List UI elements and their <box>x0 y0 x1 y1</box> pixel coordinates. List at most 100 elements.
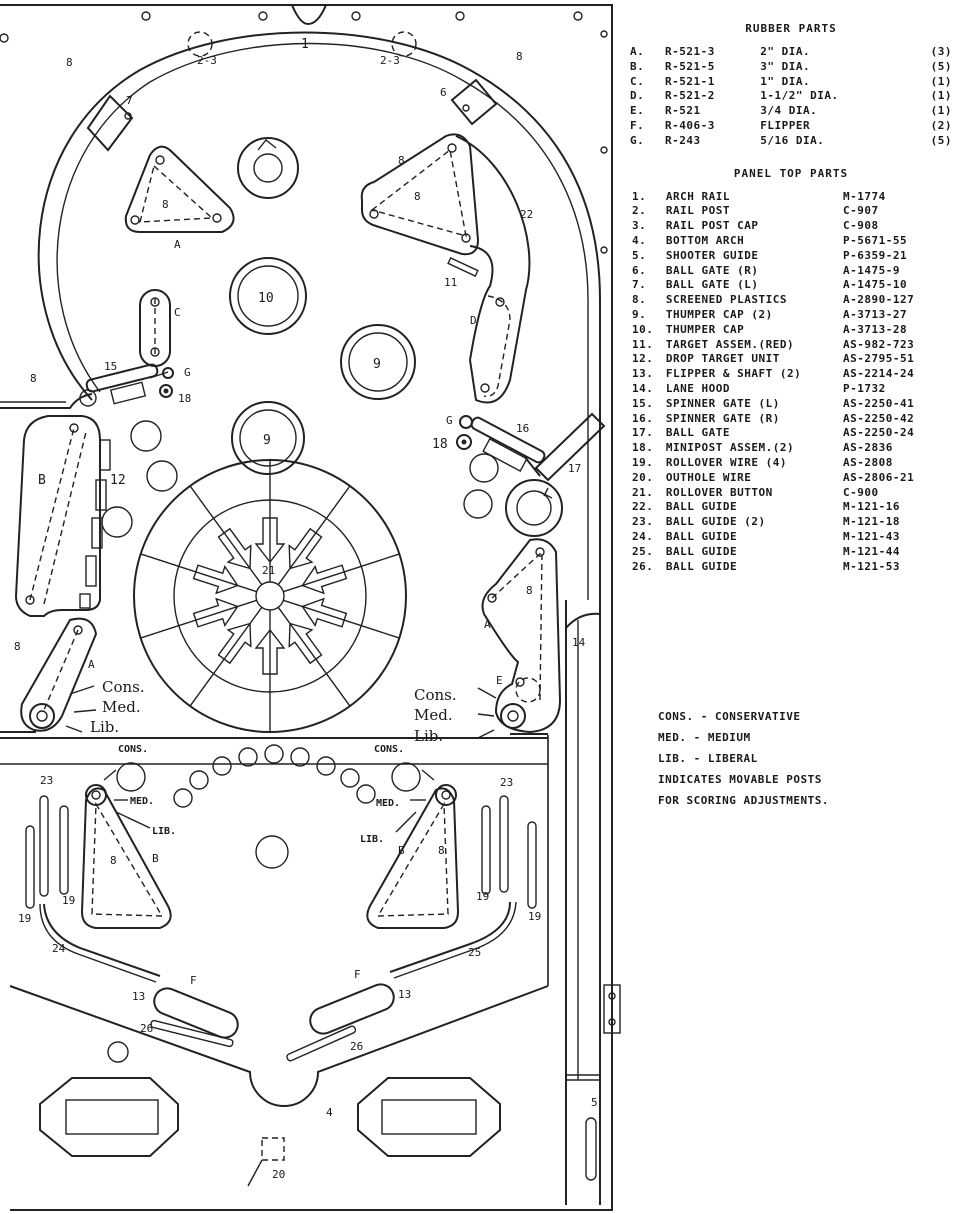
post-e <box>515 677 541 703</box>
panel-part-row: 19.ROLLOVER WIRE (4)AS-2808 <box>626 456 956 471</box>
panel-item-name: SPINNER GATE (R) <box>665 411 780 425</box>
callout-4: 4 <box>326 1106 333 1119</box>
panel-item-number: 1. <box>632 189 647 203</box>
shooter-wall-detail <box>547 300 589 1080</box>
light-insert <box>356 784 376 804</box>
minipost-left-18 <box>159 384 173 398</box>
rubber-part-number: R-406-3 <box>665 118 715 132</box>
arch-top-center <box>291 4 327 26</box>
panel-part-number: M-121-16 <box>842 500 900 514</box>
left-drop-target-plastic <box>14 415 101 617</box>
panel-part-number: AS-982-723 <box>842 337 915 351</box>
panel-item-name: THUMPER CAP <box>665 322 745 336</box>
rollover-top-center <box>237 137 299 199</box>
panel-item-name: FLIPPER & SHAFT (2) <box>665 367 802 381</box>
note-line: INDICATES MOVABLE POSTS <box>658 773 822 786</box>
callout-12: 12 <box>110 473 126 488</box>
wheel-arrow <box>301 564 348 595</box>
panel-part-number: A-1475-10 <box>842 278 908 292</box>
lane-hood <box>565 612 601 629</box>
callout-F-left: F <box>190 974 197 987</box>
light-insert <box>340 768 360 788</box>
panel-part-row: 18.MINIPOST ASSEM.(2)AS-2836 <box>626 441 956 456</box>
panel-part-number: M-121-53 <box>842 559 900 573</box>
panel-item-number: 7. <box>632 278 647 292</box>
callout-8-right-inner: 8 <box>414 190 421 203</box>
rubber-part-number: R-521-3 <box>665 45 715 58</box>
panel-part-number: A-3713-27 <box>842 307 908 321</box>
callout-8-a: 8 <box>66 56 73 69</box>
panel-part-row: 6.BALL GATE (R)A-1475-9 <box>626 264 956 279</box>
adj-med-small-left: MED. <box>130 796 154 807</box>
callout-20: 20 <box>272 1168 285 1181</box>
minipost-right-g <box>459 415 473 429</box>
insert-l3 <box>101 506 133 538</box>
panel-item-name: ROLLOVER BUTTON <box>665 485 773 499</box>
callout-9-right: 9 <box>373 357 381 372</box>
callout-7: 7 <box>126 94 133 107</box>
panel-part-number: AS-2795-51 <box>842 352 915 366</box>
callout-2-3-right: 2-3 <box>380 54 400 67</box>
rubber-description: 3/4 DIA. <box>760 104 818 118</box>
adj-lib-small-left: LIB. <box>152 826 176 837</box>
panel-part-row: 11.TARGET ASSEM.(RED)AS-982-723 <box>626 338 956 353</box>
callout-A-top: A <box>174 238 181 251</box>
panel-part-number: P-6359-21 <box>842 248 908 262</box>
wheel-arrow <box>192 564 239 595</box>
rubber-key: D. <box>630 89 645 103</box>
panel-item-number: 21. <box>632 485 654 499</box>
panel-item-number: 19. <box>632 455 654 469</box>
rubber-description: 5/16 DIA. <box>760 133 825 147</box>
panel-item-name: RAIL POST <box>665 204 730 218</box>
panel-part-number: AS-2250-42 <box>842 411 915 425</box>
panel-part-row: 7.BALL GATE (L)A-1475-10 <box>626 278 956 293</box>
rubber-description: 2" DIA. <box>760 45 811 58</box>
panel-item-number: 8. <box>632 293 647 307</box>
light-insert <box>316 756 336 776</box>
wheel-spoke <box>140 599 257 639</box>
rubber-part-number: R-521-1 <box>665 74 715 88</box>
callout-16: 16 <box>516 422 529 435</box>
ball-guide-25 <box>389 901 511 973</box>
inlane-plastic-left <box>80 787 172 929</box>
right-slingshot-plastic <box>481 538 562 734</box>
adj-lib-small-right: LIB. <box>360 834 384 845</box>
callout-8-inlane-left: 8 <box>110 854 117 867</box>
triangle-plastic-top-left <box>124 145 235 233</box>
panel-item-name: BALL GUIDE (2) <box>665 515 766 529</box>
panel-part-number: AS-2808 <box>842 455 893 469</box>
rubber-quantity: (2) <box>930 118 952 132</box>
thumper-9-lower <box>231 401 305 475</box>
callout-23-right: 23 <box>500 776 513 789</box>
panel-item-name: DROP TARGET UNIT <box>665 352 780 366</box>
rubber-quantity: (5) <box>930 133 952 147</box>
wheel-spoke <box>283 553 400 593</box>
panel-part-number: AS-2806-21 <box>842 470 915 484</box>
adj-med-small-right: MED. <box>376 798 400 809</box>
ball-guide-26-left <box>150 1019 234 1048</box>
callout-15: 15 <box>104 360 117 373</box>
panel-item-name: OUTHOLE WIRE <box>665 470 752 484</box>
callout-19-left-inner: 19 <box>62 894 75 907</box>
panel-item-number: 13. <box>632 367 654 381</box>
callout-6: 6 <box>440 86 447 99</box>
panel-item-number: 18. <box>632 441 654 455</box>
panel-part-row: 15.SPINNER GATE (L)AS-2250-41 <box>626 397 956 412</box>
rubber-description: 3" DIA. <box>760 59 811 73</box>
callout-13-left: 13 <box>132 990 145 1003</box>
light-insert <box>290 747 310 767</box>
ball-gate-17 <box>534 412 606 482</box>
callout-A-left: A <box>88 658 95 671</box>
